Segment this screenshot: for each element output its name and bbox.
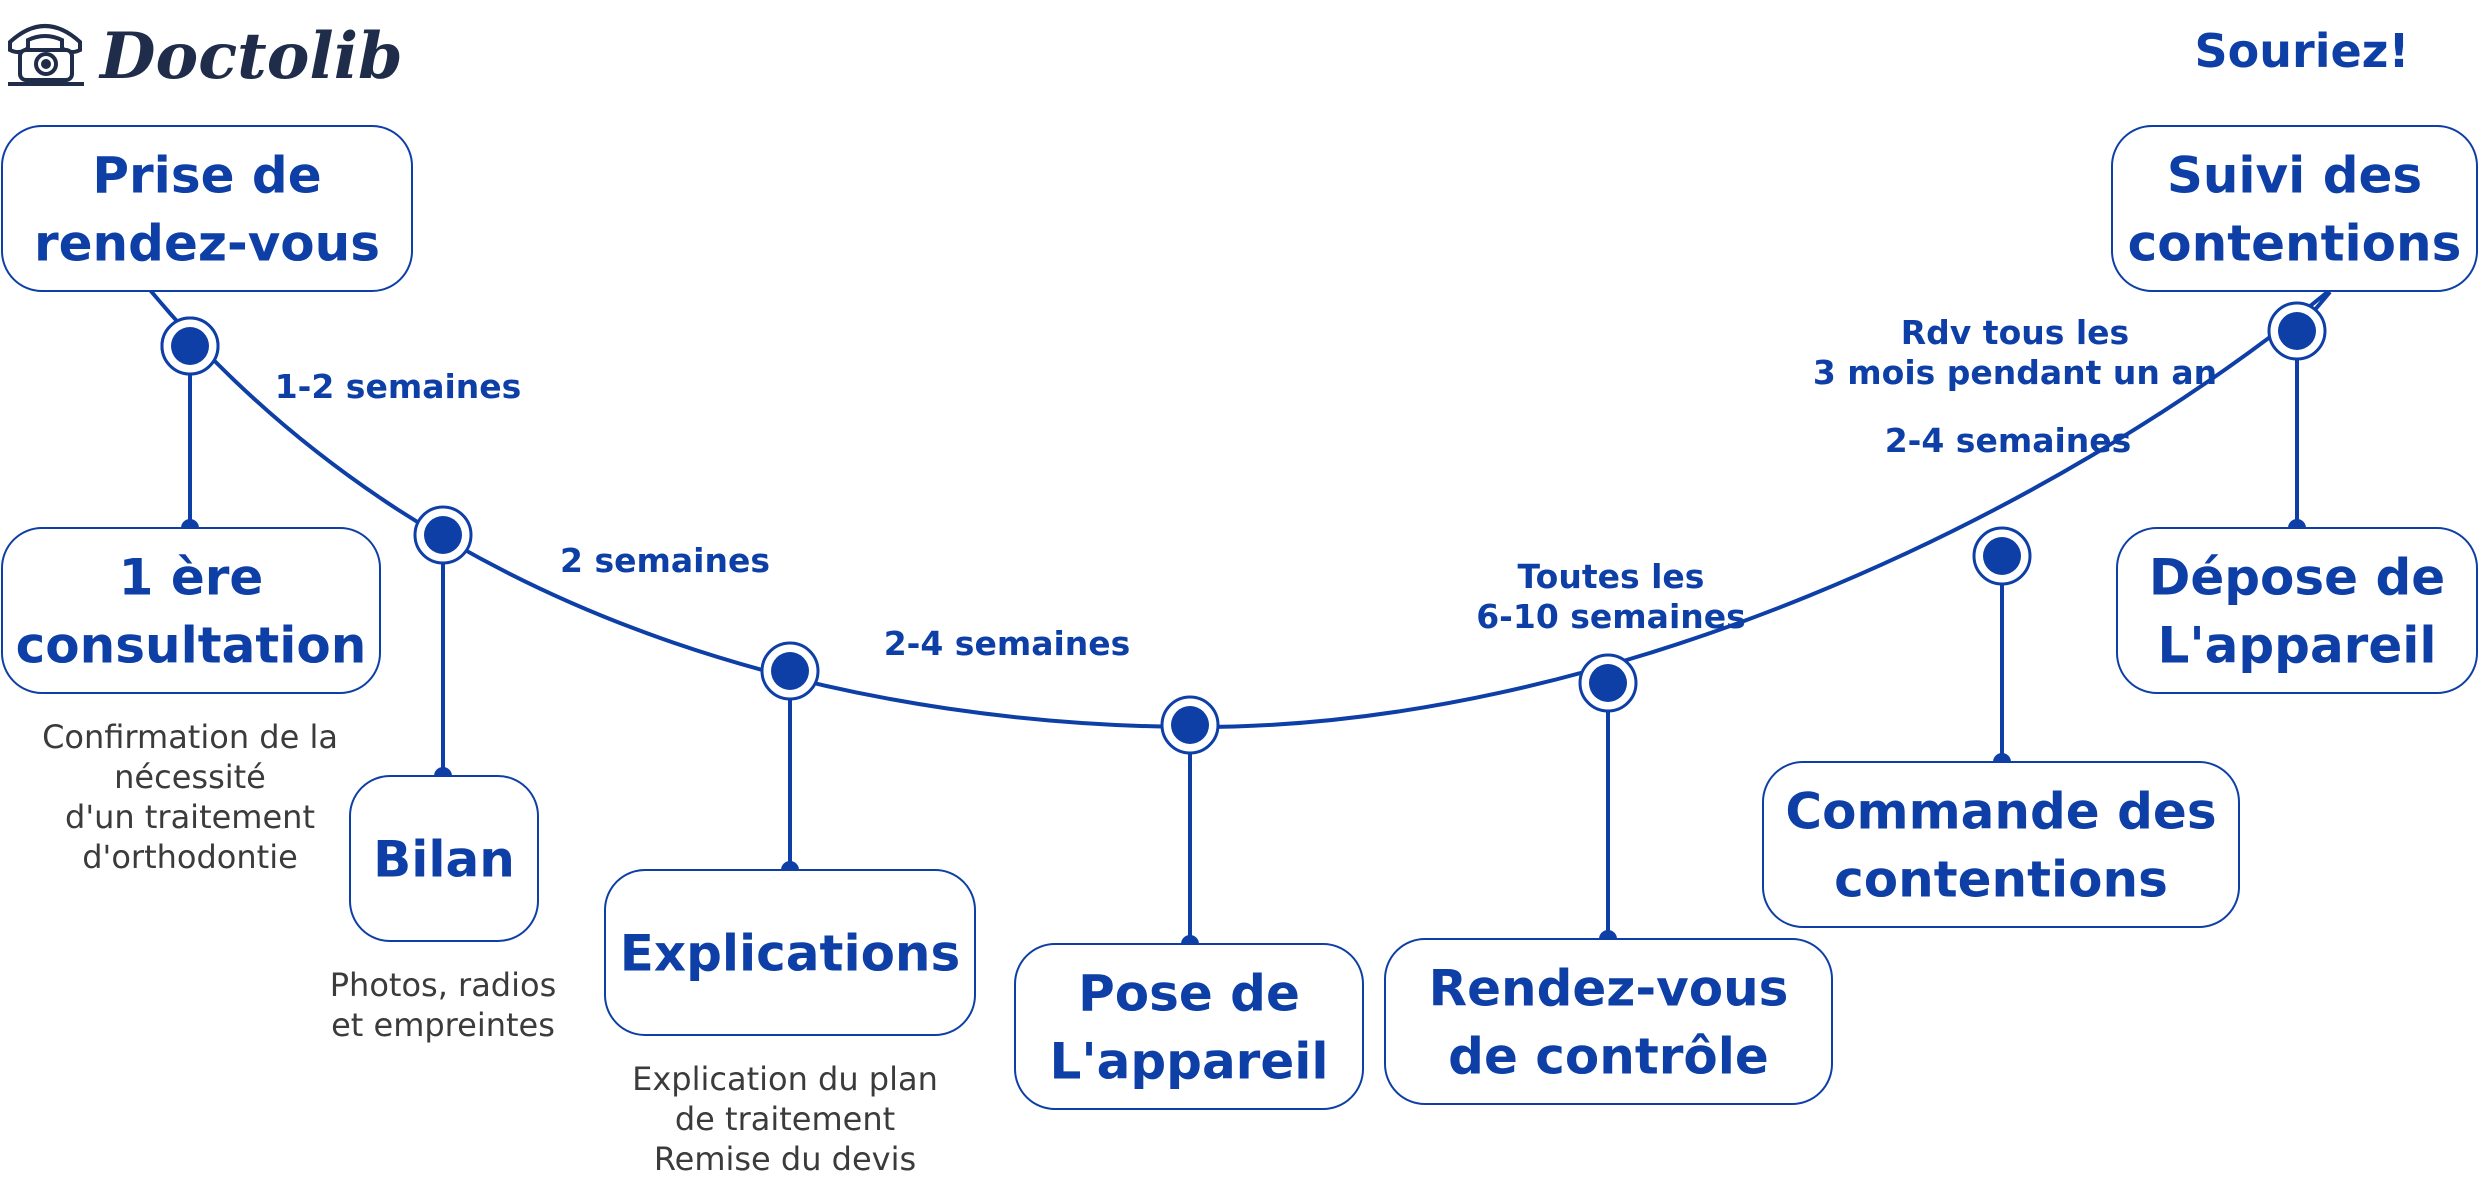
telephone-icon (8, 24, 84, 86)
step-box-frame (1014, 943, 1364, 1110)
step-label-line: L'appareil (1049, 1033, 1328, 1091)
step-commande-des-contentions: Commande des contentions (1762, 761, 2240, 928)
step-box-frame (604, 869, 976, 1036)
interval-label-line: 2 semaines (560, 541, 770, 580)
description-line: de traitement (675, 1100, 895, 1138)
step-label-line: 1 ère (119, 549, 264, 607)
logo: Doctolib (8, 19, 403, 94)
step-depose-de-l-appareil: Dépose de L'appareil (2116, 527, 2478, 694)
interval-label-line: 6-10 semaines (1476, 597, 1746, 636)
timeline-nodes (160, 301, 2327, 755)
step-box-frame (1, 125, 413, 292)
step-box-frame (2111, 125, 2478, 292)
step-pose-de-l-appareil: Pose de L'appareil (1014, 943, 1364, 1110)
interval-label-line: Rdv tous les (1901, 313, 2129, 352)
logo-text: Doctolib (98, 19, 403, 94)
step-label-line: L'appareil (2157, 617, 2436, 675)
step-bilan: Bilan (349, 775, 539, 942)
step-box-frame (1, 527, 381, 694)
step-box-frame (1384, 938, 1833, 1105)
step-label-line: de contrôle (1448, 1028, 1769, 1086)
description-line: Explication du plan (632, 1060, 938, 1098)
step-label-line: Explications (620, 925, 961, 983)
step-label-line: Commande des (1785, 783, 2216, 841)
step-label-line: rendez-vous (34, 215, 380, 273)
interval-label-line: 3 mois pendant un an (1813, 353, 2217, 392)
timeline-node-dot (1171, 706, 1209, 744)
step-1-ere-consultation: 1 ère consultation (1, 527, 381, 694)
interval-label: 2-4 semaines (1885, 421, 2132, 460)
step-label-line: contentions (2128, 215, 2462, 273)
step-label-line: Pose de (1078, 965, 1300, 1023)
description-line: d'un traitement (65, 798, 315, 836)
step-box-frame (349, 775, 539, 942)
step-label-line: contentions (1834, 851, 2168, 909)
step-boxes: Prise de rendez-vous 1 ère consultationBila… (1, 125, 2478, 1110)
step-rendez-vous-de-controle: Rendez-vous de contrôle (1384, 938, 1833, 1105)
tagline: Souriez! (2195, 24, 2410, 78)
interval-label: 2 semaines (560, 541, 770, 580)
timeline-node-dot (2278, 312, 2316, 350)
step-label-line: Bilan (373, 831, 515, 889)
step-box-frame (1762, 761, 2240, 928)
step-label-line: Rendez-vous (1429, 960, 1789, 1018)
timeline-node-dot (1983, 537, 2021, 575)
interval-label-line: Toutes les (1518, 557, 1705, 596)
description-line: Photos, radios (330, 966, 557, 1004)
description-line: Remise du devis (654, 1140, 916, 1178)
step-label-line: consultation (16, 617, 367, 675)
interval-label-line: 1-2 semaines (275, 367, 522, 406)
step-label-line: Prise de (92, 147, 321, 205)
description-line: et empreintes (331, 1006, 555, 1044)
description-line: d'orthodontie (82, 838, 298, 876)
description-line: nécessité (114, 758, 266, 796)
interval-label: 1-2 semaines (275, 367, 522, 406)
step-prise-de-rendez-vous: Prise de rendez-vous (1, 125, 413, 292)
interval-label-line: 2-4 semaines (884, 624, 1131, 663)
interval-label-line: 2-4 semaines (1885, 421, 2132, 460)
description-line: Confirmation de la (42, 718, 338, 756)
timeline-node-dot (771, 652, 809, 690)
step-box-frame (2116, 527, 2478, 694)
interval-label: 2-4 semaines (884, 624, 1131, 663)
timeline-node-dot (424, 516, 462, 554)
timeline-node-dot (171, 327, 209, 365)
timeline-node-dot (1589, 664, 1627, 702)
step-label-line: Suivi des (2167, 147, 2422, 205)
step-label-line: Dépose de (2149, 549, 2445, 607)
step-explications: Explications (604, 869, 976, 1036)
step-suivi-des-contentions: Suivi des contentions (2111, 125, 2478, 292)
